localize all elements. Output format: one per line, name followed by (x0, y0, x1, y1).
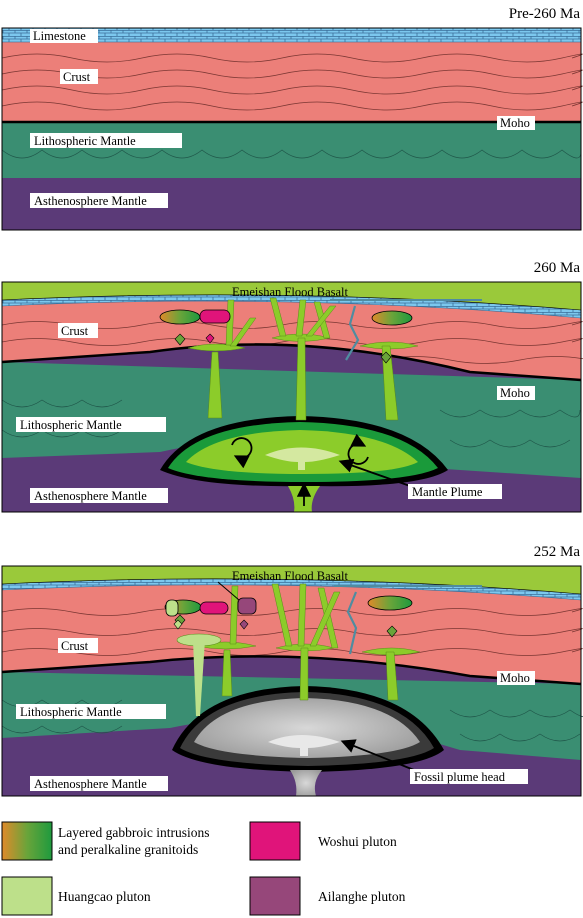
fossil-plume-head (172, 686, 444, 796)
crust-label: Crust (63, 70, 91, 84)
legend-swatch-gabbro (1, 821, 53, 861)
legend-huangcao: Huangcao pluton (58, 889, 151, 904)
asthenosphere-mantle-label: Asthenosphere Mantle (34, 194, 147, 208)
crust-layer (1, 42, 583, 122)
legend-gabbro-line1: Layered gabbroic intrusions (58, 825, 209, 840)
flood-basalt-label: Emeishan Flood Basalt (232, 569, 348, 583)
mantle-plume (160, 416, 448, 512)
gabbroic-intrusion (159, 309, 413, 364)
panel-title: Pre-260 Ma (509, 6, 581, 22)
moho-label: Moho (500, 671, 530, 685)
woshui-pluton (199, 309, 231, 344)
legend-swatch-woshui (249, 821, 301, 861)
moho-label: Moho (500, 116, 530, 130)
flood-basalt-label: Emeishan Flood Basalt (232, 285, 348, 299)
lithospheric-mantle-label: Lithospheric Mantle (20, 705, 122, 719)
panel-title: 260 Ma (534, 260, 581, 276)
asthenosphere-mantle-label: Asthenosphere Mantle (34, 777, 147, 791)
lithospheric-mantle-label: Lithospheric Mantle (20, 418, 122, 432)
moho-label: Moho (500, 386, 530, 400)
panel-pre-260: Pre-260 Ma Limestone Crust Moho Lithosph… (1, 6, 583, 231)
lithospheric-mantle-label: Lithospheric Mantle (34, 134, 136, 148)
huangcao-pluton (165, 599, 183, 630)
panel-260: 260 Ma (1, 260, 583, 513)
woshui-pluton (199, 601, 229, 615)
limestone-label: Limestone (33, 29, 86, 43)
feeder-dikes (195, 583, 421, 701)
legend-ailanghe: Ailanghe pluton (318, 889, 406, 904)
ailanghe-pluton (237, 597, 257, 630)
lithospheric-mantle-layer (1, 122, 582, 178)
panel-title: 252 Ma (534, 544, 581, 560)
gabbroic-intrusion (164, 595, 413, 638)
huangcao-intrusion (176, 633, 222, 716)
flood-basalt-layer (1, 281, 582, 311)
feeder-dikes (187, 297, 419, 421)
legend-swatch-ailanghe (249, 876, 301, 916)
flood-basalt-layer (1, 565, 582, 595)
crust-label: Crust (61, 324, 89, 338)
fossil-plume-head-label: Fossil plume head (414, 770, 506, 784)
legend: Layered gabbroic intrusions and peralkal… (1, 821, 406, 916)
asthenosphere-mantle-label: Asthenosphere Mantle (34, 489, 147, 503)
mantle-plume-label: Mantle Plume (412, 485, 483, 499)
panel-252: 252 Ma (1, 544, 583, 797)
crust-label: Crust (61, 639, 89, 653)
legend-gabbro-line2: and peralkaline granitoids (58, 842, 198, 857)
legend-swatch-huangcao (1, 876, 53, 916)
crust-layer (2, 583, 581, 684)
legend-woshui: Woshui pluton (318, 834, 397, 849)
